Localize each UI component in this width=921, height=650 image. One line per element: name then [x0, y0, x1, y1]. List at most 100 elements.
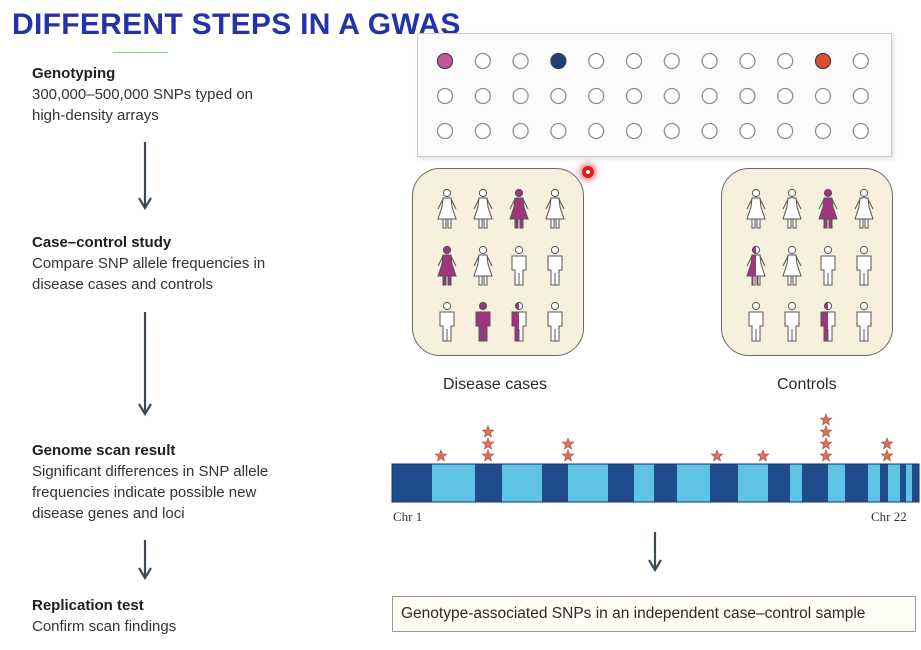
chromosome-band [608, 464, 634, 502]
significance-star-icon [434, 449, 448, 462]
step-genotyping: Genotyping 300,000–500,000 SNPs typed on… [32, 63, 253, 126]
significance-star-icon [710, 449, 724, 462]
chromosome-band [654, 464, 677, 502]
snp-spot [550, 122, 567, 140]
chromosome-band [392, 464, 432, 502]
disease-cases-figures [437, 188, 565, 342]
disease-cases-box [412, 168, 584, 356]
significance-star-icon [481, 437, 495, 450]
snp-spot [777, 122, 794, 140]
snp-spot [474, 87, 491, 105]
male-figure-icon [856, 245, 872, 286]
snp-spot [474, 122, 491, 140]
male-figure-icon [784, 301, 800, 342]
male-figure-icon [547, 301, 563, 342]
down-arrow-icon [138, 142, 152, 211]
female-figure-icon [473, 245, 493, 286]
chromosome-band [768, 464, 790, 502]
significance-star-icon [561, 449, 575, 462]
female-figure-icon [818, 188, 838, 229]
female-figure-icon [746, 188, 766, 229]
snp-spot [852, 122, 869, 140]
step-body-line: Compare SNP allele frequencies in [32, 255, 266, 272]
down-arrow-icon [138, 312, 152, 417]
snp-spot [436, 122, 454, 140]
female-figure-icon [746, 245, 766, 286]
snp-spot [739, 52, 756, 70]
female-figure-icon [437, 188, 457, 229]
significance-star-icon [756, 449, 770, 462]
female-figure-icon [782, 188, 802, 229]
female-figure-icon [473, 188, 493, 229]
snp-spot [701, 122, 718, 140]
title-underline [113, 52, 168, 53]
male-figure-icon [475, 301, 491, 342]
step-body-line: high-density arrays [32, 107, 159, 124]
significance-star-icon [481, 449, 495, 462]
snp-spot [814, 87, 832, 105]
significance-star-icon [561, 437, 575, 450]
female-figure-icon [782, 245, 802, 286]
step-replication: Replication test Confirm scan findings [32, 595, 176, 637]
snp-spot [550, 87, 567, 105]
snp-spot [852, 52, 869, 70]
page-title: DIFFERENT STEPS IN A GWAS [12, 8, 461, 41]
significance-star-icon [819, 437, 833, 450]
chromosome-band [912, 464, 919, 502]
replication-sample-box: Genotype-associated SNPs in an independe… [392, 596, 916, 632]
controls-figures [746, 188, 874, 342]
snp-spot [739, 87, 756, 105]
significance-star-icon [819, 413, 833, 426]
snp-spot [474, 52, 491, 70]
chr-end-label: Chr 22 [871, 509, 907, 524]
snp-spot [588, 52, 605, 70]
snp-spot-highlighted [436, 52, 454, 70]
male-figure-icon [856, 301, 872, 342]
chromosome-band [475, 464, 502, 502]
male-figure-icon [547, 245, 563, 286]
chromosome-band [802, 464, 828, 502]
cursor-pointer-icon [582, 166, 594, 178]
chromosome-band [880, 464, 888, 502]
male-figure-icon [511, 245, 527, 286]
snp-spot [852, 87, 869, 105]
step-heading: Replication test [32, 597, 144, 614]
snp-spot [588, 87, 605, 105]
snp-spot [777, 87, 794, 105]
step-body-line: Confirm scan findings [32, 618, 177, 635]
snp-spot [663, 52, 680, 70]
chromosome-band [900, 464, 906, 502]
female-figure-icon [437, 245, 457, 286]
genome-scan-chromosome [391, 413, 920, 503]
snp-spot [512, 87, 529, 105]
step-heading: Genome scan result [32, 442, 176, 459]
down-arrow-icon [138, 540, 152, 581]
step-body-line: disease cases and controls [32, 276, 213, 293]
male-figure-icon [511, 301, 527, 342]
significance-star-icon [819, 425, 833, 438]
snp-spot [625, 52, 643, 70]
chr-start-label: Chr 1 [393, 509, 423, 524]
snp-spot [512, 52, 529, 70]
significance-star-icon [880, 437, 894, 450]
female-figure-icon [509, 188, 529, 229]
snp-spot-highlighted [550, 52, 567, 70]
controls-label: Controls [777, 376, 837, 393]
step-body-line: disease genes and loci [32, 505, 185, 522]
snp-spot-highlighted [814, 52, 832, 70]
snp-spot [701, 87, 718, 105]
female-figure-icon [545, 188, 565, 229]
controls-box [721, 168, 893, 356]
snp-spot [663, 122, 680, 140]
snp-spot [814, 122, 832, 140]
snp-spot [588, 122, 605, 140]
step-heading: Case–control study [32, 234, 172, 251]
male-figure-icon [748, 301, 764, 342]
chromosome-band [710, 464, 738, 502]
step-case-control: Case–control study Compare SNP allele fr… [32, 232, 265, 295]
step-genome-scan: Genome scan result Significant differenc… [32, 440, 268, 524]
male-figure-icon [820, 301, 836, 342]
step-body-line: frequencies indicate possible new [32, 484, 257, 501]
down-arrow-icon [648, 532, 662, 573]
female-figure-icon [854, 188, 874, 229]
